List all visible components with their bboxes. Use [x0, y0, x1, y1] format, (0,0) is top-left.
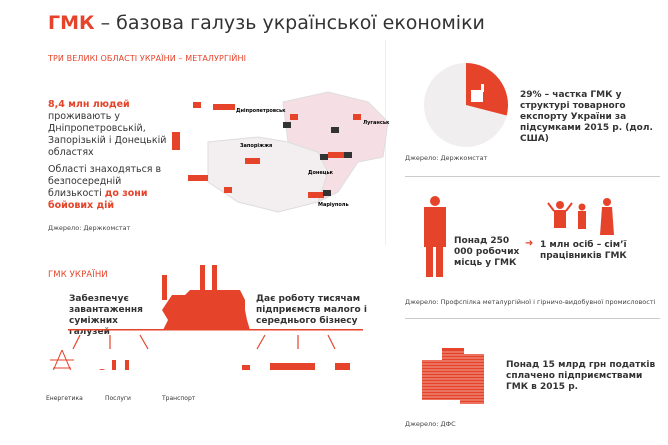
- divider-line: [68, 329, 363, 331]
- export-text: 29% – частка ГМК у структурі товарного е…: [520, 90, 653, 144]
- arrow-icon: ➜: [525, 238, 534, 249]
- families-text: 1 млн осіб – сім’ї працівників ГМК: [540, 240, 627, 261]
- sector-label: Транспорт: [162, 395, 196, 402]
- industry-left-text: Забезпечує завантаження суміжних галузей: [69, 294, 143, 337]
- woman-icon: [603, 198, 611, 206]
- arrow-icons: [72, 334, 336, 350]
- people-icons: [424, 196, 614, 277]
- divider: [405, 176, 660, 177]
- regions-map: Дніпропетровськ Запоріжжя Донецьк Луганс…: [172, 91, 390, 213]
- export-source: Джерело: Держкомстат: [405, 154, 488, 162]
- industry-heading: ГМК УКРАЇНИ: [48, 270, 108, 280]
- pie-slice-gmk: [466, 63, 508, 116]
- regions-source: Джерело: Держкомстат: [48, 224, 131, 232]
- services-icon: [98, 369, 106, 370]
- proximity-note: Області знаходяться в безпосередній близ…: [48, 164, 162, 211]
- worker-icon: [430, 196, 440, 206]
- industry-diagram: [50, 265, 363, 370]
- child-icon: [556, 201, 564, 209]
- people-stat: 8,4 млн людей проживають у Дніпропетровс…: [48, 99, 167, 158]
- power-tower-icon: [50, 349, 74, 370]
- divider: [405, 318, 660, 319]
- money-stacks-icon: [420, 348, 486, 404]
- factory-icon: [162, 265, 250, 330]
- factory-icon: [471, 84, 484, 102]
- regions-heading: ТРИ ВЕЛИКІ ОБЛАСТІ УКРАЇНИ – МЕТАЛУРГІЙН…: [48, 54, 247, 63]
- sector-label: Енергетика: [46, 395, 83, 402]
- taxes-text: Понад 15 млрд грн податків сплачено підп…: [506, 360, 656, 392]
- workers-text: Понад 250 000 робочих місць у ГМК: [454, 236, 520, 268]
- page-title: ГМК – базова галузь української економік…: [48, 12, 485, 34]
- city-label: Дніпропетровськ: [236, 108, 286, 114]
- industry-right-text: Дає роботу тисячам підприємств малого і …: [256, 294, 367, 326]
- export-pie-chart: [424, 63, 508, 147]
- business-icons: [242, 363, 350, 370]
- city-label: Донецьк: [308, 170, 334, 176]
- sector-label: Послуги: [105, 395, 131, 402]
- taxes-source: Джерело: ДФС: [405, 420, 456, 428]
- city-label: Маріуполь: [318, 202, 349, 208]
- city-label: Луганськ: [363, 120, 390, 126]
- regions-panel: ТРИ ВЕЛИКІ ОБЛАСТІ УКРАЇНИ – МЕТАЛУРГІЙН…: [8, 40, 390, 245]
- city-label: Запоріжжя: [240, 143, 272, 149]
- jobs-source: Джерело: Профспілка металургійної і гірн…: [405, 298, 656, 306]
